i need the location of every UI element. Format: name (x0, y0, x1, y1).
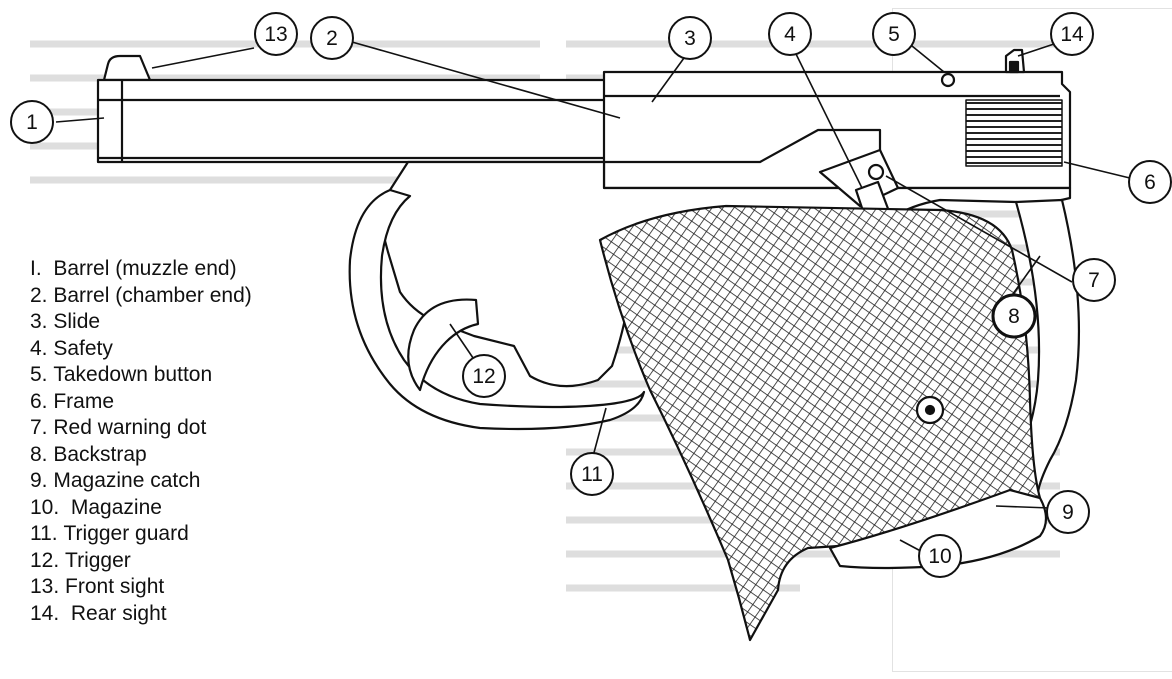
callout-4-number: 4 (784, 23, 796, 46)
legend-label: Front sight (65, 575, 165, 598)
red-warning-dot (867, 163, 885, 181)
callout-10-number: 10 (928, 545, 951, 568)
legend-label: Magazine catch (53, 469, 201, 492)
legend-item: 11. Trigger guard (30, 521, 252, 548)
legend-label: Slide (53, 310, 101, 333)
barrel (96, 78, 620, 164)
callout-6: 6 (1128, 160, 1172, 204)
legend-number: 11. (30, 522, 58, 545)
callout-11: 11 (570, 452, 614, 496)
callout-10: 10 (918, 534, 962, 578)
legend-label: Rear sight (70, 601, 167, 625)
legend-label: Trigger (65, 548, 131, 572)
grip-panel (598, 204, 1042, 642)
legend-number: 2. (30, 283, 48, 307)
pistol-outline (96, 48, 1081, 642)
legend-label: Trigger guard (63, 522, 189, 545)
legend-number: 3. (30, 310, 48, 333)
legend-number: 9. (30, 469, 48, 492)
legend-item: 6. Frame (30, 389, 252, 416)
legend-number: 13. (30, 575, 60, 598)
callout-9: 9 (1046, 490, 1090, 534)
legend-item: 13. Front sight (30, 574, 252, 601)
legend-item: 4. Safety (30, 336, 252, 363)
legend-number: 4. (30, 336, 48, 360)
callout-7: 7 (1072, 258, 1116, 302)
legend-label: Frame (53, 389, 115, 413)
legend-item: 2. Barrel (chamber end) (30, 283, 252, 310)
legend-item: 14. Rear sight (30, 601, 252, 628)
callout-14: 14 (1050, 12, 1094, 56)
parts-legend: I. Barrel (muzzle end) 2. Barrel (chambe… (30, 256, 252, 627)
legend-item: 12. Trigger (30, 548, 252, 575)
legend-label: Barrel (chamber end) (53, 283, 252, 307)
callout-13: 13 (254, 12, 298, 56)
magazine (828, 488, 1048, 570)
takedown-button (940, 72, 956, 88)
callout-8-number: 8 (1008, 305, 1020, 328)
callout-3-number: 3 (684, 27, 696, 50)
legend-number: 14. (30, 601, 60, 625)
legend-number: 8. (30, 442, 48, 466)
legend-label: Safety (53, 336, 113, 360)
callout-5-number: 5 (888, 23, 900, 46)
callout-5: 5 (872, 12, 916, 56)
legend-item: I. Barrel (muzzle end) (30, 256, 252, 283)
legend-item: 7. Red warning dot (30, 415, 252, 442)
callout-7-number: 7 (1088, 269, 1100, 292)
callout-1-number: 1 (26, 111, 38, 134)
legend-number: 10. (30, 495, 60, 519)
legend-number: 12. (30, 548, 60, 572)
legend-item: 8. Backstrap (30, 442, 252, 469)
legend-item: 9. Magazine catch (30, 468, 252, 495)
legend-item: 5. Takedown button (30, 362, 252, 389)
front-sight (102, 54, 152, 82)
callout-12-number: 12 (472, 365, 495, 388)
callout-2: 2 (310, 16, 354, 60)
backstrap (1008, 198, 1081, 494)
callout-2-number: 2 (326, 27, 338, 50)
callout-8: 8 (991, 293, 1037, 339)
legend-label: Barrel (muzzle end) (53, 257, 237, 280)
legend-label: Backstrap (53, 442, 147, 466)
legend-label: Red warning dot (53, 416, 207, 439)
legend-item: 3. Slide (30, 309, 252, 336)
callout-1: 1 (10, 100, 54, 144)
callout-14-number: 14 (1060, 23, 1084, 46)
leader-lines (55, 41, 1139, 557)
callout-4: 4 (768, 12, 812, 56)
legend-item: 10. Magazine (30, 495, 252, 522)
legend-number: I. (30, 257, 42, 280)
callout-11-number: 11 (581, 463, 603, 486)
legend-label: Magazine (70, 495, 162, 519)
trigger-guard (348, 188, 646, 431)
legend-number: 6. (30, 389, 48, 413)
legend-label: Takedown button (53, 363, 213, 386)
callout-6-number: 6 (1144, 171, 1156, 194)
legend-number: 5. (30, 363, 48, 386)
callout-3: 3 (668, 16, 712, 60)
callout-12: 12 (462, 354, 506, 398)
callout-13-number: 13 (264, 23, 287, 46)
legend-number: 7. (30, 416, 48, 439)
callout-9-number: 9 (1062, 501, 1074, 524)
